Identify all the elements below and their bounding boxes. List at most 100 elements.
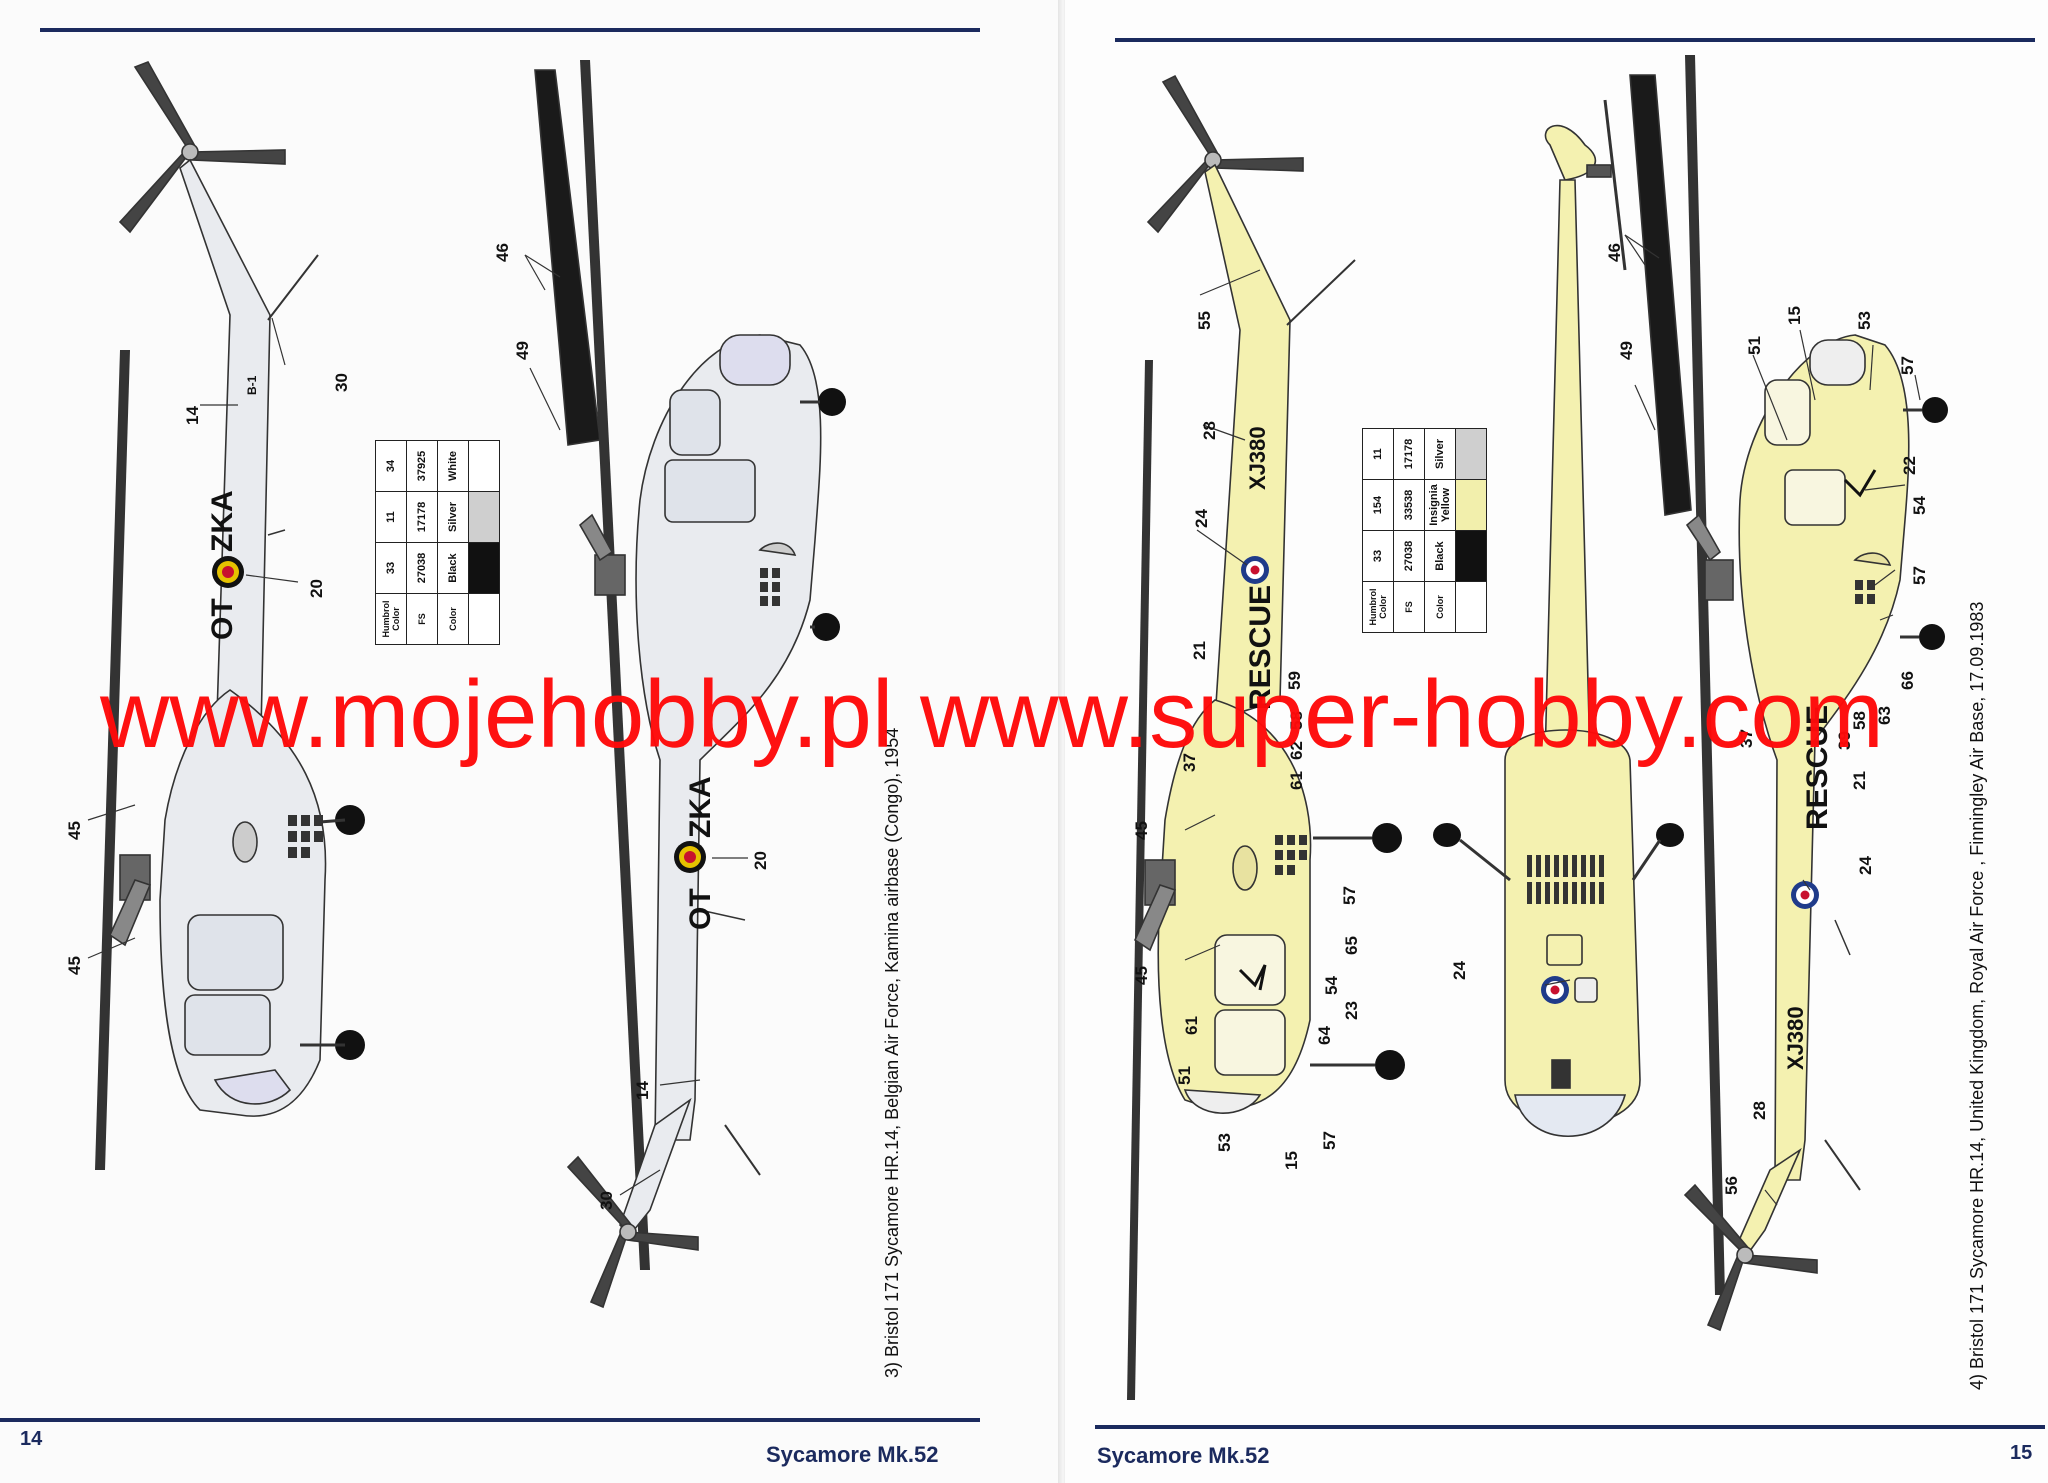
callout-label: 55 — [1195, 311, 1214, 330]
cockpit-window — [664, 459, 756, 523]
registration-mark-right: ZKA — [206, 490, 239, 552]
callout-label: 30 — [332, 373, 351, 392]
table-cell: 37925 — [406, 440, 438, 492]
cockpit-window — [187, 914, 284, 991]
left-profile-drawings: OT ZKA B-1 — [65, 60, 846, 1309]
table-cell: 27038 — [406, 542, 438, 594]
callout-label: 37 — [1180, 753, 1199, 772]
color-swatch — [468, 440, 500, 492]
raf-roundel-icon — [1791, 881, 1819, 909]
callout-label: 15 — [1785, 306, 1804, 325]
profile-caption: 4) Bristol 171 Sycamore HR.14, United Ki… — [1967, 601, 1987, 1390]
landing-wheel-icon — [812, 613, 840, 641]
cockpit-window — [1784, 469, 1846, 526]
landing-wheel-icon — [1433, 823, 1461, 847]
color-swatch-header — [468, 593, 500, 645]
cockpit-window — [1214, 934, 1286, 1006]
callout-label: 57 — [1910, 566, 1929, 585]
callout-label: 45 — [1132, 966, 1151, 985]
callout-label: 58 — [1850, 711, 1869, 730]
belgian-roundel-icon — [674, 841, 706, 873]
callout-label: 54 — [1910, 496, 1929, 515]
watermark-text: www.mojehobby.pl www.super-hobby.com — [100, 661, 1884, 768]
book-gutter — [1058, 0, 1068, 1483]
yellow-helicopter-top-view — [1433, 99, 1684, 1137]
table-cell: White — [437, 440, 469, 492]
callout-label: 57 — [1340, 886, 1359, 905]
raf-roundel-icon — [1241, 556, 1269, 584]
callout-label: 51 — [1175, 1066, 1194, 1085]
landing-wheel-icon — [1656, 823, 1684, 847]
table-cell: 17178 — [406, 491, 438, 543]
callout-label: 46 — [1605, 243, 1624, 262]
callout-label: 24 — [1450, 961, 1469, 980]
page-number: 15 — [2010, 1442, 2033, 1464]
color-swatch — [1455, 428, 1487, 480]
header-rule — [40, 28, 980, 32]
callout-label: 21 — [1190, 641, 1209, 660]
callout-label: 46 — [493, 243, 512, 262]
callout-label: 45 — [65, 956, 84, 975]
callout-label: 30 — [597, 1191, 616, 1210]
landing-wheel-icon — [818, 388, 846, 416]
landing-wheel-icon — [1375, 1050, 1405, 1080]
table-cell: 11 — [375, 491, 407, 543]
table-cell: 11 — [1362, 428, 1394, 480]
exhaust-grille — [288, 815, 323, 858]
exhaust-grille — [1855, 580, 1875, 604]
footer-rule — [1095, 1425, 2045, 1429]
callout-label: 23 — [1342, 1001, 1361, 1020]
right-helicopter-side-view — [534, 60, 846, 1309]
table-cell: Silver — [437, 491, 469, 543]
main-rotor-blade-black — [1629, 74, 1692, 516]
left-page: OT ZKA B-1 — [0, 28, 980, 1467]
serial-number: XJ380 — [1245, 426, 1270, 490]
callout-label: 61 — [1287, 771, 1306, 790]
callout-label: 49 — [1617, 341, 1636, 360]
callout-label: 28 — [1200, 421, 1219, 440]
right-profile-drawings: XJ380 RESCUE — [1127, 55, 1948, 1400]
callout-label: 49 — [513, 341, 532, 360]
color-table: Humbrol Color 33 11 34 FS 27038 17178 37… — [375, 440, 500, 645]
table-header: Color — [437, 593, 469, 645]
callout-label: 39 — [1835, 731, 1854, 750]
callout-label: 62 — [1287, 741, 1306, 760]
footer-title: Sycamore Mk.52 — [766, 1442, 939, 1467]
color-swatch — [1455, 530, 1487, 582]
rescue-marking: RESCUE — [1244, 585, 1277, 710]
tail-rotor-icon — [1146, 74, 1304, 234]
color-swatch-header — [1455, 581, 1487, 633]
fuselage-body — [1504, 729, 1641, 1126]
callout-label: 64 — [1315, 1026, 1334, 1045]
serial-number: XJ380 — [1783, 1006, 1808, 1070]
main-rotor-blade — [580, 60, 650, 1270]
table-cell: Insignia Yellow — [1424, 479, 1456, 531]
callout-label: 51 — [1745, 336, 1764, 355]
tail-rotor-icon — [566, 1155, 699, 1309]
callout-label: 56 — [1722, 1176, 1741, 1195]
table-header: Humbrol Color — [1362, 581, 1394, 633]
callout-label: 57 — [1898, 356, 1917, 375]
callout-label: 65 — [1342, 936, 1361, 955]
table-cell: 17178 — [1393, 428, 1425, 480]
callout-label: 57 — [1320, 1131, 1339, 1150]
yellow-helicopter-side-view-2 — [1629, 55, 1948, 1332]
rescue-marking: RESCUE — [1801, 705, 1834, 830]
table-header: FS — [406, 593, 438, 645]
landing-wheel-icon — [335, 1030, 365, 1060]
callout-label: 14 — [183, 406, 202, 425]
callout-label: 14 — [633, 1081, 652, 1100]
tail-boom — [1736, 1147, 1802, 1257]
left-helicopter-side-view — [95, 61, 365, 1170]
callout-label: 20 — [751, 851, 770, 870]
callout-lines — [1184, 234, 1921, 1206]
color-swatch — [1455, 479, 1487, 531]
callout-label: 15 — [1282, 1151, 1301, 1170]
callout-label: 20 — [307, 579, 326, 598]
exhaust-grille — [760, 568, 780, 606]
main-rotor-blade — [1127, 360, 1153, 1400]
color-swatch — [468, 542, 500, 594]
landing-wheel-icon — [1919, 624, 1945, 650]
header-rule — [1115, 38, 2035, 42]
table-header: Color — [1424, 581, 1456, 633]
